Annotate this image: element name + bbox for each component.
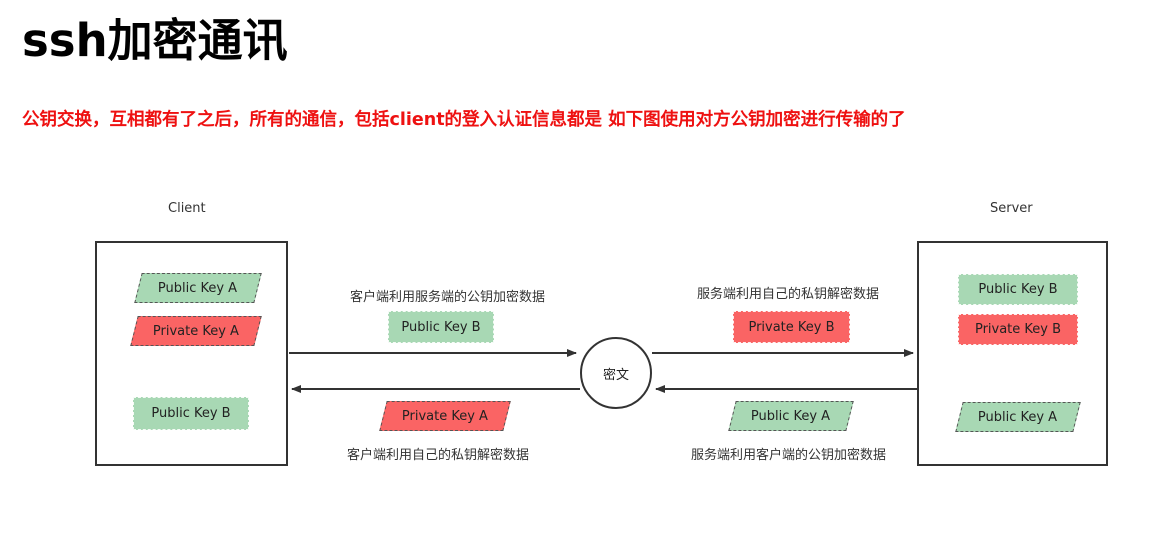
server-label: Server (990, 201, 1033, 216)
top-right-caption: 服务端利用自己的私钥解密数据 (697, 287, 880, 302)
bottom-right-caption: 服务端利用客户端的公钥加密数据 (691, 448, 887, 463)
top-right-key: Private Key B (733, 311, 850, 343)
client-public-key-b: Public Key B (133, 397, 249, 430)
ciphertext-node: 密文 (580, 337, 652, 409)
bottom-left-caption: 客户端利用自己的私钥解密数据 (347, 448, 530, 463)
page-title: ssh加密通讯 (22, 14, 288, 67)
top-left-key: Public Key B (388, 311, 494, 343)
server-public-key-b: Public Key B (958, 274, 1078, 305)
top-left-caption: 客户端利用服务端的公钥加密数据 (350, 290, 546, 305)
server-private-key-b: Private Key B (958, 314, 1078, 345)
client-label: Client (168, 201, 206, 216)
page-subtitle: 公钥交换，互相都有了之后，所有的通信，包括client的登入认证信息都是 如下图… (22, 110, 906, 130)
